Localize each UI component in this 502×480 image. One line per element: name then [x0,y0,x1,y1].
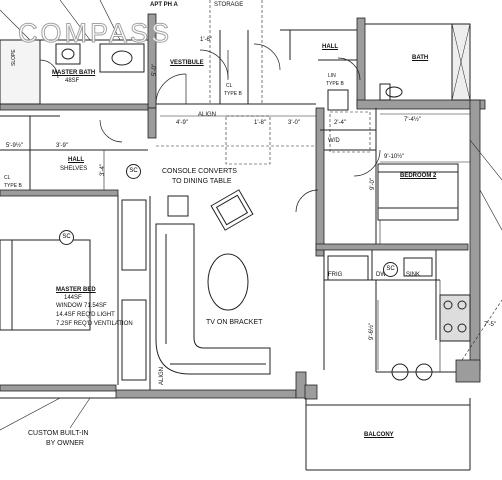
wd-label: W/D [328,138,340,144]
smoke-detector-2: SC [59,230,74,245]
smoke-detector-1: SC [126,164,141,179]
range [439,294,471,342]
smoke-detector-3: SC [383,262,398,277]
bed-2 [377,163,459,221]
master-bed-light: 14.4SF REQ'D LIGHT [56,312,115,318]
shelves-label: SHELVES [60,166,88,172]
dw-label: DW [376,272,386,278]
builtin-note-line1: CUSTOM BUILT-IN [28,430,89,437]
unit-title: APT PH A [150,2,178,8]
master-bath-area: 48SF [65,78,80,84]
bath-vanity [99,43,145,73]
coffee-table [207,253,249,311]
hall-top-label: HALL [322,44,338,50]
dim-5-0: 5'-0" [152,64,158,76]
dim-1-6: 1'-6" [200,37,212,43]
master-bed-label: MASTER BED [56,287,96,293]
cl-left: CL [4,175,11,181]
slope-label: SLOPE [11,49,17,66]
builtin-note-line2: BY OWNER [46,440,84,447]
tv-note: TV ON BRACKET [206,319,263,326]
master-shower [0,39,41,105]
dim-5-9: 5'-9½" [6,143,23,149]
dim-3-4: 3'-4" [100,164,106,176]
master-bed-window: WINDOW 71.54SF [56,303,107,309]
interior-walls [0,23,471,471]
dim-3-9: 3'-9" [56,143,68,149]
lin-type-label: TYPE B [326,81,344,87]
frig-label: FRIG [328,272,343,278]
cl-mid: CL [226,83,233,89]
hall-left-label: HALL [68,157,84,163]
dim-2-4: 2'-4" [334,120,346,126]
vestibule-label: VESTIBULE [170,60,204,66]
kitchen-sink [403,257,433,277]
dim-7-4: 7'-4½" [404,117,421,123]
storage-label: STORAGE [214,2,244,8]
exterior-walls [0,13,486,400]
console-note-line1: CONSOLE CONVERTS [162,168,237,175]
type-b-left: TYPE B [4,183,22,189]
dim-4-9: 4'-9" [176,120,188,126]
console-note-line2: TO DINING TABLE [172,178,232,185]
align-label-1: ALIGN [198,112,217,118]
dim-9-0: 9'-0" [370,178,376,190]
align-label-2: ALIGN [159,366,165,385]
master-bed-ventilation: 7.2SF REQ'D VENTILATION [56,321,133,327]
compass-logo: COMPASS [17,18,173,49]
lin-label: LIN [328,73,336,79]
dim-7-5: 7'-5" [484,322,496,328]
type-b-mid: TYPE B [224,91,242,97]
bath-label: BATH [412,55,429,61]
lounge-chair [210,189,254,231]
door-swings [39,43,381,213]
dim-9-6: 9'-6½" [369,323,375,340]
sofa [155,223,271,375]
balcony-label: BALCONY [364,432,394,438]
master-bath-label: MASTER BATH [52,70,96,76]
dim-9-10: 9'-10½" [384,154,405,160]
bedroom-2-label: BEDROOM 2 [400,173,437,179]
master-bed-area: 144SF [64,295,82,301]
dim-1-8: 1'-8" [254,120,266,126]
dim-3-0: 3'-0" [288,120,300,126]
sink-label: SINK [406,272,421,278]
master-bed [0,239,91,331]
